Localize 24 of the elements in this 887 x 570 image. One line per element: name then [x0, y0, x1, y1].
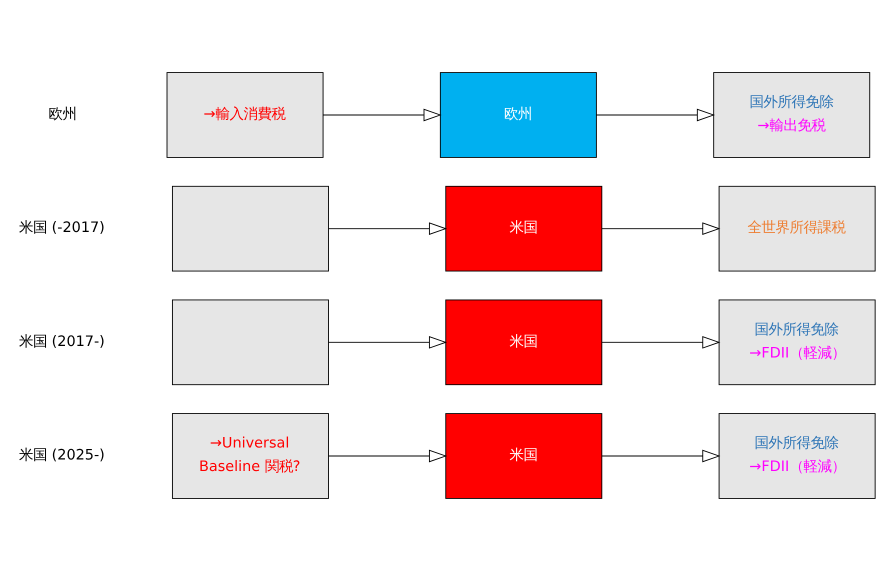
node-box: →輸入消費税	[166, 72, 324, 158]
node-box	[172, 298, 329, 385]
node-box: 国外所得免除 →FDII（軽減）	[718, 412, 876, 498]
arrow	[328, 336, 448, 348]
arrow	[328, 222, 448, 234]
node-box: 全世界所得課税	[718, 185, 876, 272]
node-box	[172, 185, 329, 272]
arrow	[602, 222, 720, 234]
node-box: 米国	[445, 185, 602, 272]
arrow	[602, 336, 720, 348]
node-box: 米国	[445, 412, 602, 498]
arrow	[322, 108, 442, 121]
node-box: 欧州	[440, 72, 597, 158]
arrow	[602, 449, 720, 462]
arrow	[596, 108, 715, 121]
label: 米国 (2025-)	[19, 446, 105, 463]
label: 米国 (2017-)	[19, 333, 105, 350]
label: 欧州	[48, 106, 76, 122]
label: 米国 (-2017)	[19, 220, 105, 236]
arrow	[328, 449, 448, 462]
node-box: 米国	[445, 298, 602, 385]
node-box: →Universal Baseline 関税?	[172, 412, 329, 498]
node-box: 国外所得免除 →輸出免税	[713, 72, 870, 158]
node-box: 国外所得免除 →FDII（軽減）	[718, 298, 876, 385]
